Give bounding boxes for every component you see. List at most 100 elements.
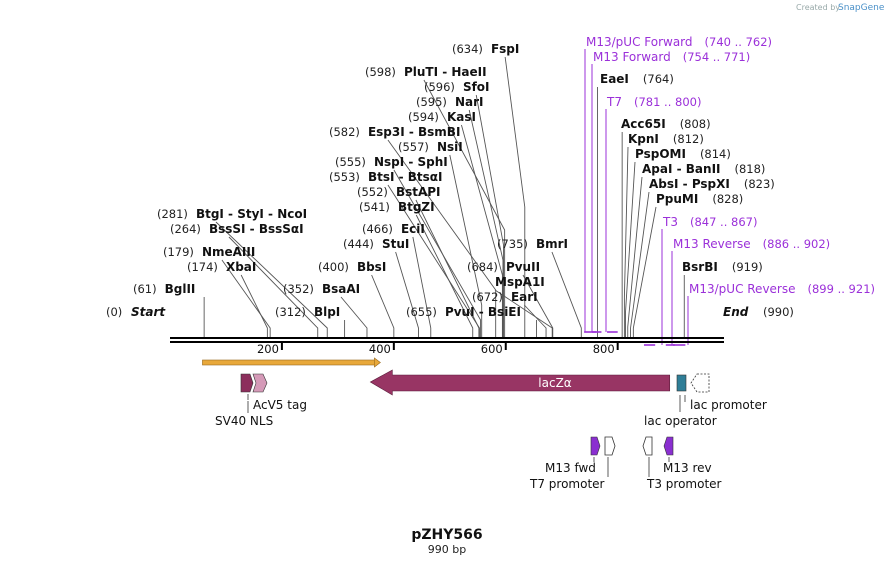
primer-range: (899 .. 921)	[808, 282, 876, 296]
sv40-nls-label: SV40 NLS	[215, 414, 273, 428]
enzyme-cut-line	[449, 154, 483, 337]
plasmid-length: 990 bp	[428, 543, 466, 556]
enzyme-position: (655)	[406, 305, 437, 319]
primer[interactable]: M13/pUC Forward(740 .. 762)	[584, 35, 772, 333]
enzyme-site[interactable]: (553) BtsI - BtsαI	[329, 170, 443, 184]
lac-operator-label: lac operator	[644, 414, 717, 428]
primer[interactable]: T3(847 .. 867)	[643, 215, 757, 346]
enzyme-site[interactable]: (281)BtgI - StyI - NcoI	[157, 207, 307, 221]
enzyme-site[interactable]: (352)BsaAI	[283, 282, 360, 296]
enzyme-position: (684)	[467, 260, 498, 274]
primer[interactable]: T7 (781 .. 800)	[605, 95, 702, 333]
enzyme-site[interactable]: (672)EarI	[472, 290, 538, 304]
lac-promoter-label: lac promoter	[690, 398, 767, 412]
t3-promoter-feature[interactable]: T3 promoter	[642, 436, 722, 491]
primer-name: T7	[606, 95, 622, 109]
acv5-tag-arrow[interactable]	[252, 373, 268, 393]
primer-name: M13/pUC Forward	[586, 35, 693, 49]
enzyme-site[interactable]: (541)BtgZI	[359, 200, 435, 214]
t7-promoter-arrow[interactable]	[604, 436, 616, 456]
enzyme-site[interactable]: (555)NspI - SphI	[335, 155, 448, 169]
enzyme-name: EciI	[401, 222, 425, 236]
acv5-tag-feature[interactable]: AcV5 tag	[247, 373, 307, 412]
enzyme-site[interactable]: (466) EciI	[362, 222, 425, 236]
lac-operator-feature[interactable]: lac operator	[644, 374, 717, 428]
enzyme-site[interactable]: ApaI - BanII(818)	[642, 162, 765, 176]
orf-arrow[interactable]	[202, 357, 381, 368]
enzyme-site[interactable]: (735)BmrI	[497, 237, 568, 251]
ruler-tick-label: 600	[481, 342, 503, 356]
primer-name: M13/pUC Reverse	[689, 282, 796, 296]
t3-promoter-arrow[interactable]	[642, 436, 653, 456]
end-label: End	[723, 305, 749, 319]
enzyme-site[interactable]: (174)XbaI	[187, 260, 256, 274]
enzyme-cut-line	[468, 109, 504, 337]
enzyme-site[interactable]: PpuMI(828)	[656, 192, 743, 206]
m13-fwd-feature[interactable]: M13 fwd	[545, 436, 601, 475]
enzyme-site[interactable]: PspOMI(814)	[635, 147, 731, 161]
enzyme-name: PvuI - BsiEI	[445, 305, 521, 319]
primer[interactable]: M13 Reverse(886 .. 902)	[665, 237, 830, 346]
primer[interactable]: M13/pUC Reverse (899 .. 921)	[673, 282, 876, 346]
lac-promoter-feature[interactable]: lac promoter	[684, 373, 767, 412]
enzyme-name: BtgZI	[398, 200, 435, 214]
enzyme-position: (553)	[329, 170, 360, 184]
enzyme-labels: (61)BglII (174)XbaI(179)NmeAIII (264)BssSI…	[133, 42, 775, 319]
lac-operator-box[interactable]	[676, 374, 687, 392]
m13-fwd-arrow[interactable]	[590, 436, 601, 456]
enzyme-site[interactable]: (598)PluTI - HaeII	[365, 65, 487, 79]
lacz-alpha-feature[interactable]: lacZα	[369, 369, 671, 396]
enzyme-site[interactable]: (596)SfoI	[424, 80, 490, 94]
primer-range: (781 .. 800)	[634, 95, 702, 109]
enzyme-site[interactable]: (582)Esp3I - BsmBI	[329, 125, 460, 139]
enzyme-site[interactable]: KpnI(812)	[628, 132, 704, 146]
sequence-backbone[interactable]	[170, 337, 724, 343]
enzyme-site[interactable]: (264)BssSI - BssSαI	[170, 222, 304, 236]
sv40-nls-feature[interactable]: SV40 NLS	[215, 373, 273, 428]
enzyme-site[interactable]: (595)NarI	[416, 95, 483, 109]
enzyme-site[interactable]: (400)BbsI	[318, 260, 386, 274]
enzyme-site[interactable]: (312)BlpI	[275, 305, 340, 319]
ruler-tick-label: 200	[257, 342, 279, 356]
enzyme-site[interactable]: MspA1I	[495, 275, 545, 289]
enzyme-position: (828)	[712, 192, 743, 206]
enzyme-cut-line	[627, 176, 643, 337]
start-position: (0)	[106, 305, 122, 319]
lac-promoter-arrow[interactable]	[690, 373, 710, 393]
enzyme-site[interactable]: (634)FspI	[452, 42, 519, 56]
enzyme-name: NspI - SphI	[374, 155, 448, 169]
m13-rev-arrow[interactable]	[663, 436, 674, 456]
enzyme-site[interactable]: (179)NmeAIII	[163, 245, 255, 259]
orf-body[interactable]	[202, 359, 377, 366]
lacz-alpha-arrow[interactable]	[369, 369, 671, 396]
enzyme-name: BtsI - BtsαI	[368, 170, 443, 184]
enzyme-site[interactable]: (594)KasI	[408, 110, 476, 124]
enzyme-site[interactable]: Acc65I(808)	[621, 117, 711, 131]
enzyme-site[interactable]: (61)BglII	[133, 282, 195, 296]
enzyme-name: BmrI	[536, 237, 568, 251]
enzyme-site[interactable]: (552)BstAPI	[357, 185, 441, 199]
primer-name: M13 Reverse	[673, 237, 751, 251]
enzyme-position: (764)	[643, 72, 674, 86]
ruler-tick-label: 800	[593, 342, 615, 356]
enzyme-position: (582)	[329, 125, 360, 139]
sv40-nls-arrow[interactable]	[240, 373, 254, 393]
enzyme-site[interactable]: (444)StuI	[343, 237, 409, 251]
enzyme-cut-lines	[203, 56, 685, 337]
enzyme-position: (466)	[362, 222, 393, 236]
enzyme-name: KpnI	[628, 132, 659, 146]
enzyme-name: NarI	[455, 95, 484, 109]
enzyme-site[interactable]: (557)NsiI	[398, 140, 463, 154]
primer[interactable]: M13 Forward(754 .. 771)	[591, 50, 750, 333]
enzyme-site[interactable]: (684)PvuII	[467, 260, 540, 274]
enzyme-site[interactable]: (655) PvuI - BsiEI	[406, 305, 521, 319]
enzyme-site[interactable]: AbsI - PspXI(823)	[649, 177, 775, 191]
t7-promoter-feature[interactable]: T7 promoter	[529, 436, 616, 491]
enzyme-cut-line	[240, 274, 268, 337]
m13-rev-feature[interactable]: M13 rev	[663, 436, 712, 475]
primer-name: M13 Forward	[593, 50, 671, 64]
enzyme-cut-line	[395, 251, 419, 337]
enzyme-site[interactable]: BsrBI(919)	[682, 260, 763, 274]
enzyme-name: BlpI	[314, 305, 340, 319]
enzyme-site[interactable]: EaeI(764)	[600, 72, 674, 86]
